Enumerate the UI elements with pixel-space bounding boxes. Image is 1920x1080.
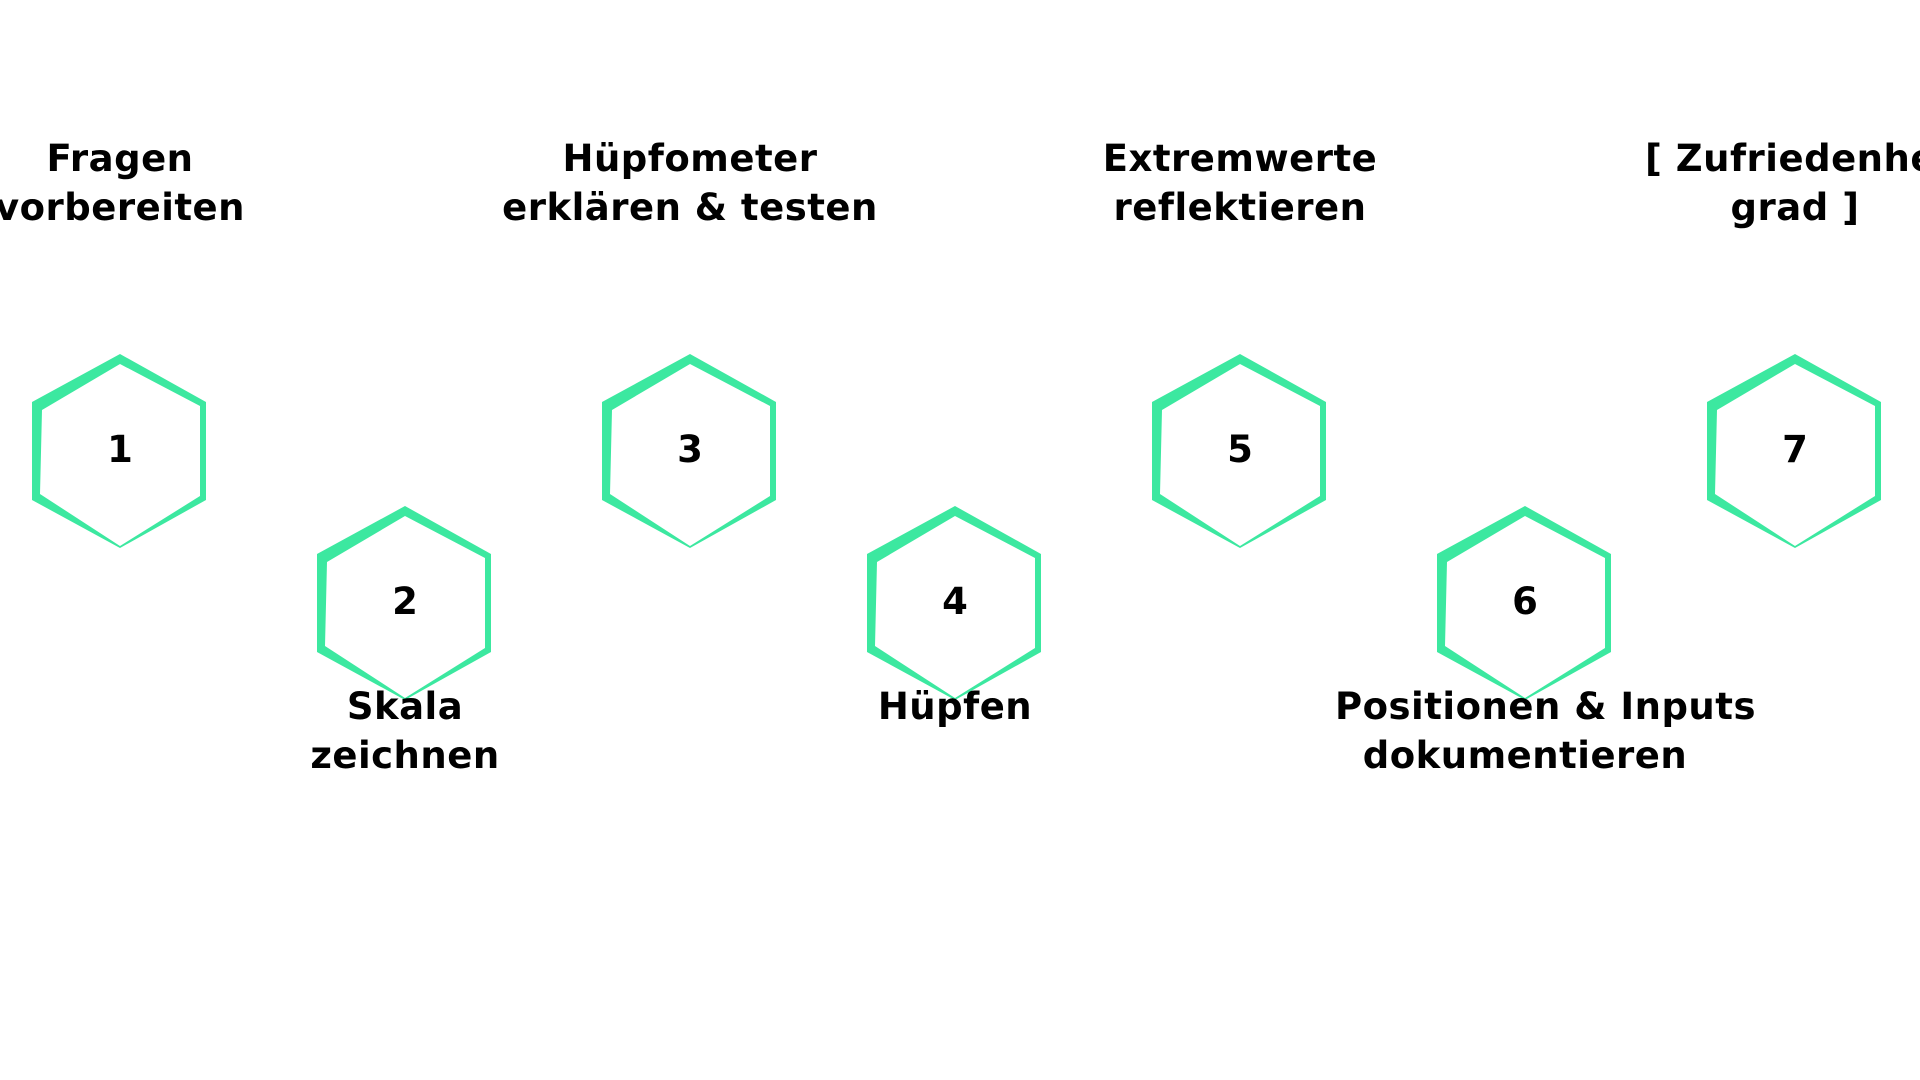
step-3-label: Hüpfometer erklären & testen [500,134,880,232]
step-5-label: Extremwerte reflektieren [1050,134,1430,232]
step-1-number: 1 [107,428,133,471]
step-5-label-line-1: Extremwerte [1102,137,1378,180]
step-7-label: [ Zufriedenheits- grad ] [1645,134,1920,232]
step-1-label: Fragen vorbereiten [0,134,310,232]
step-1-label-line-1: Fragen [46,137,194,180]
step-4-label-line-1: Hüpfen [877,685,1033,728]
step-7-label-line-1: [ Zufriedenheits- [1645,137,1920,180]
step-2-number: 2 [392,580,418,623]
step-3-label-line-2: erklären & testen [502,186,878,229]
step-6-label: Positionen & Inputs dokumentieren [1335,682,1756,780]
step-3-number: 3 [677,428,703,471]
step-5-label-line-2: reflektieren [1113,186,1367,229]
step-4-label: Hüpfen [765,682,1145,731]
step-5-number: 5 [1227,428,1253,471]
step-2-label: Skala zeichnen [215,682,595,780]
step-3-label-line-1: Hüpfometer [562,137,818,180]
step-2-label-line-2: zeichnen [310,734,500,777]
step-6-label-line-1: Positionen & Inputs [1335,685,1756,728]
step-7-label-line-2: grad ] [1730,186,1860,229]
step-7-number: 7 [1782,428,1808,471]
step-6-number: 6 [1512,580,1538,623]
step-6-label-line-2: dokumentieren [1362,734,1688,777]
step-1-label-line-2: vorbereiten [0,186,245,229]
step-4-number: 4 [942,580,968,623]
step-2-label-line-1: Skala [346,685,464,728]
